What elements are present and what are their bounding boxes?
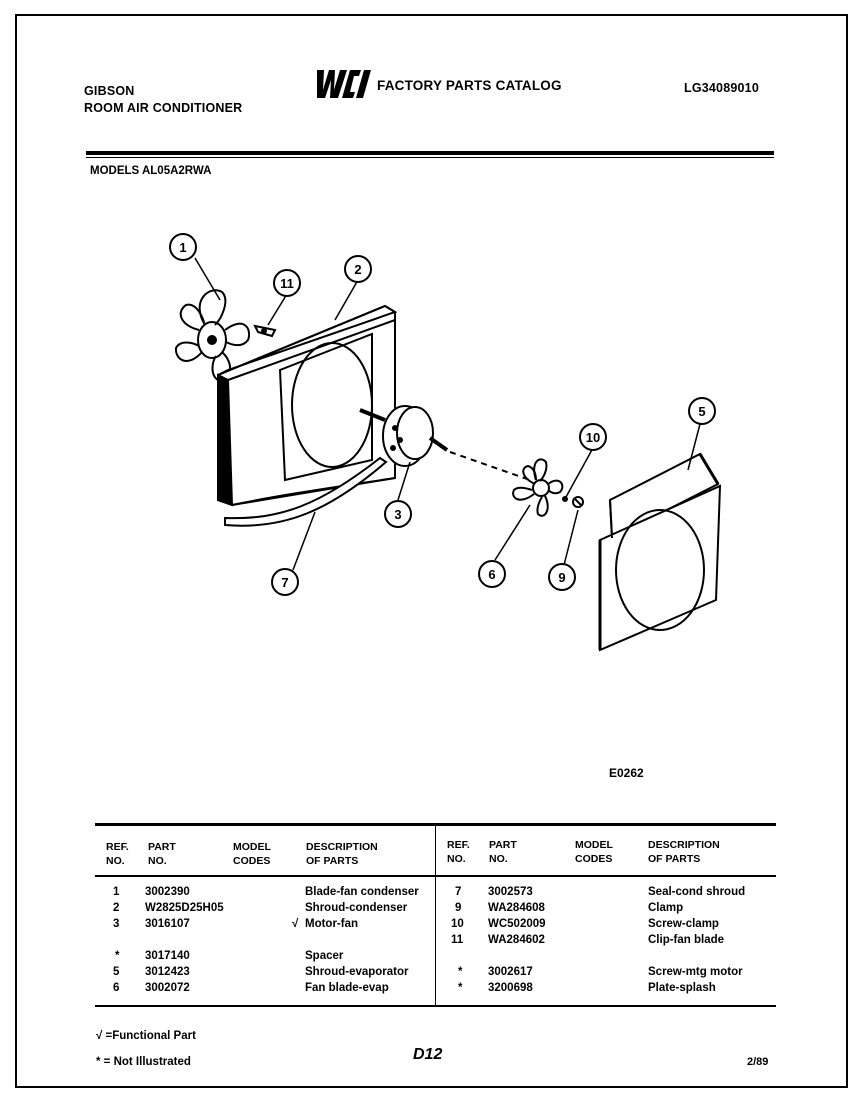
evaporator-shroud-drawing [598, 452, 722, 652]
catalog-number: LG34089010 [684, 81, 759, 95]
callout-6: 6 [478, 560, 506, 588]
callout-1: 1 [169, 233, 197, 261]
exploded-parts-diagram: 1 11 2 3 7 10 6 9 5 [169, 233, 722, 652]
revision-date: 2/89 [747, 1056, 769, 1068]
svg-text:10: 10 [586, 430, 600, 445]
table-header-rule [95, 875, 776, 877]
callout-5: 5 [688, 397, 716, 425]
page-frame [15, 14, 848, 1088]
svg-text:11: 11 [280, 276, 294, 291]
svg-text:7: 7 [281, 575, 288, 590]
models-line: MODELS AL05A2RWA [90, 165, 212, 177]
callout-2: 2 [344, 255, 372, 283]
not-illustrated-note: * = Not Illustrated [96, 1056, 191, 1068]
table-top-rule [95, 823, 776, 826]
callout-10: 10 [579, 423, 607, 451]
table-bottom-rule [95, 1005, 776, 1007]
fan-motor-drawing [359, 405, 449, 467]
table-column-divider [435, 826, 436, 1005]
svg-text:5: 5 [698, 404, 705, 419]
svg-text:9: 9 [558, 570, 565, 585]
callout-3: 3 [384, 500, 412, 528]
condenser-fan-blade-drawing [174, 289, 250, 382]
product-name: ROOM AIR CONDITIONER [84, 101, 243, 115]
functional-part-note: √ =Functional Part [96, 1030, 196, 1042]
clip-drawing [253, 324, 277, 338]
catalog-title: FACTORY PARTS CATALOG [377, 78, 562, 93]
brand-block: GIBSON ROOM AIR CONDITIONER [84, 83, 242, 117]
svg-text:1: 1 [179, 240, 186, 255]
brand-name: GIBSON [84, 84, 135, 98]
header-rule-thin [86, 157, 774, 158]
condenser-shroud-drawing [217, 304, 398, 507]
seal-drawing [224, 456, 388, 527]
evaporator-fan-blade-drawing [512, 458, 564, 517]
callout-9: 9 [548, 563, 576, 591]
header-ref-left: REF.NO. [106, 841, 129, 867]
header-ref-right: REF.NO. [447, 839, 470, 865]
header-rule-thick [86, 151, 774, 155]
diagram-code: E0262 [609, 766, 644, 780]
svg-text:3: 3 [394, 507, 401, 522]
callout-11: 11 [273, 269, 301, 297]
callout-leaders [194, 257, 701, 571]
svg-text:6: 6 [488, 567, 495, 582]
page-number: D12 [413, 1046, 443, 1063]
screw-clamp-drawing [572, 496, 584, 508]
callout-7: 7 [271, 568, 299, 596]
wci-logo [317, 70, 371, 98]
svg-text:2: 2 [354, 262, 361, 277]
